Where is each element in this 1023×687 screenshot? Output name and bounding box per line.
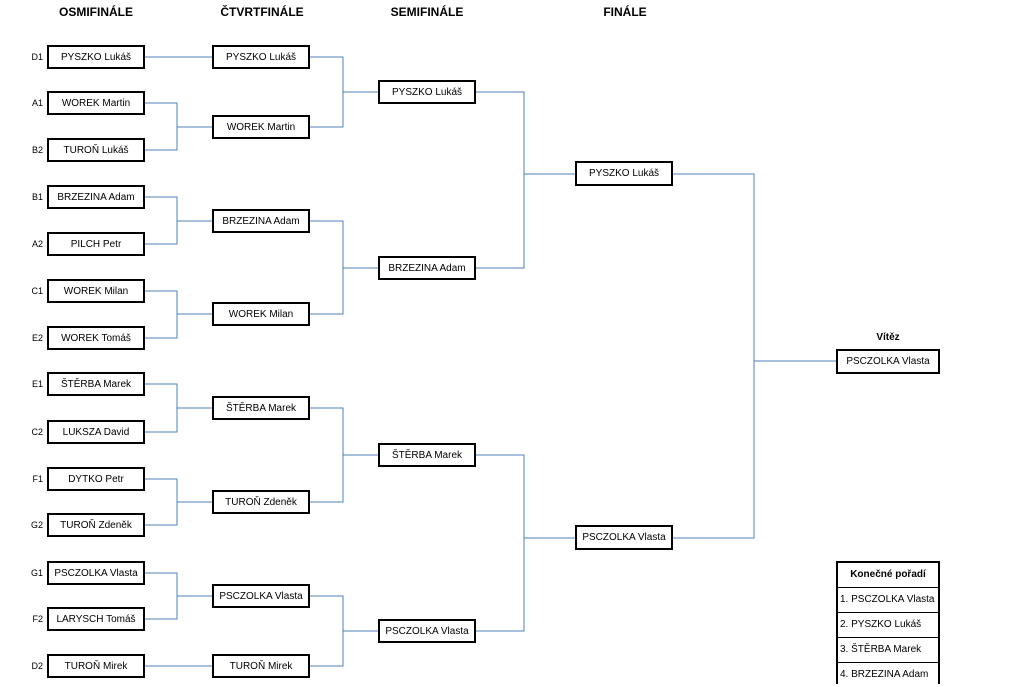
- seed-label: C1: [31, 286, 43, 296]
- round-heading-qf: ČTVRTFINÁLE: [220, 5, 304, 19]
- standings-row: 4. BRZEZINA Adam: [840, 669, 929, 680]
- connector-line: [476, 91, 575, 269]
- connector-line: [476, 454, 575, 632]
- seed-label: E1: [31, 379, 43, 389]
- connector-line: [145, 290, 212, 339]
- sf-box: ŠTĚRBA Marek: [378, 443, 476, 467]
- qf-box: PYSZKO Lukáš: [212, 45, 310, 69]
- final-standings-table: Konečné pořadí 1. PSCZOLKA Vlasta 2. PYS…: [836, 561, 940, 684]
- connector-line: [145, 196, 212, 245]
- connector-line: [310, 220, 378, 315]
- qf-box: TUROŇ Mirek: [212, 654, 310, 678]
- seed-label: C2: [31, 427, 43, 437]
- qf-box: PSCZOLKA Vlasta: [212, 584, 310, 608]
- connector-line: [145, 572, 212, 620]
- r16-box: PYSZKO Lukáš: [47, 45, 145, 69]
- r16-box: DYTKO Petr: [47, 467, 145, 491]
- r16-box: LARYSCH Tomáš: [47, 607, 145, 631]
- standings-row: 2. PYSZKO Lukáš: [838, 613, 938, 638]
- standings-row: 3. ŠTĚRBA Marek: [838, 638, 938, 663]
- connector-line: [310, 56, 378, 128]
- r16-box: WOREK Tomáš: [47, 326, 145, 350]
- r16-box: PSCZOLKA Vlasta: [47, 561, 145, 585]
- r16-box: ŠTĚRBA Marek: [47, 372, 145, 396]
- standings-row: 1. PSCZOLKA Vlasta: [838, 588, 938, 613]
- r16-box: BRZEZINA Adam: [47, 185, 145, 209]
- winner-box: PSCZOLKA Vlasta: [836, 349, 940, 374]
- standings-title: Konečné pořadí: [838, 563, 938, 588]
- r16-box: TUROŇ Mirek: [47, 654, 145, 678]
- r16-box: WOREK Milan: [47, 279, 145, 303]
- connector-line: [310, 407, 378, 503]
- sf-box: PYSZKO Lukáš: [378, 80, 476, 104]
- winner-label: Vítěz: [876, 332, 900, 343]
- round-heading-r16: OSMIFINÁLE: [59, 5, 133, 19]
- seed-label: G1: [30, 568, 43, 578]
- connector-line: [145, 383, 212, 433]
- r16-box: TUROŇ Lukáš: [47, 138, 145, 162]
- qf-box: TUROŇ Zdeněk: [212, 490, 310, 514]
- r16-box: PILCH Petr: [47, 232, 145, 256]
- round-heading-final: FINÁLE: [603, 5, 647, 19]
- r16-box: LUKSZA David: [47, 420, 145, 444]
- seed-label: E2: [31, 333, 43, 343]
- seed-label: G2: [30, 520, 43, 530]
- final-box: PYSZKO Lukáš: [575, 161, 673, 186]
- seed-label: B1: [31, 192, 43, 202]
- seed-label: D2: [31, 661, 43, 671]
- connector-line: [145, 478, 212, 526]
- final-box: PSCZOLKA Vlasta: [575, 525, 673, 550]
- seed-label: A2: [31, 239, 43, 249]
- qf-box: WOREK Milan: [212, 302, 310, 326]
- round-heading-sf: SEMIFINÁLE: [390, 5, 464, 19]
- r16-box: WOREK Martin: [47, 91, 145, 115]
- seed-label: B2: [31, 145, 43, 155]
- connector-line: [310, 595, 378, 667]
- seed-label: A1: [31, 98, 43, 108]
- r16-box: TUROŇ Zdeněk: [47, 513, 145, 537]
- seed-label: D1: [31, 52, 43, 62]
- sf-box: PSCZOLKA Vlasta: [378, 619, 476, 643]
- connector-line: [145, 102, 212, 151]
- qf-box: ŠTĚRBA Marek: [212, 396, 310, 420]
- seed-label: F2: [32, 614, 43, 624]
- qf-box: BRZEZINA Adam: [212, 209, 310, 233]
- sf-box: BRZEZINA Adam: [378, 256, 476, 280]
- connector-line: [673, 173, 836, 539]
- seed-label: F1: [32, 474, 43, 484]
- qf-box: WOREK Martin: [212, 115, 310, 139]
